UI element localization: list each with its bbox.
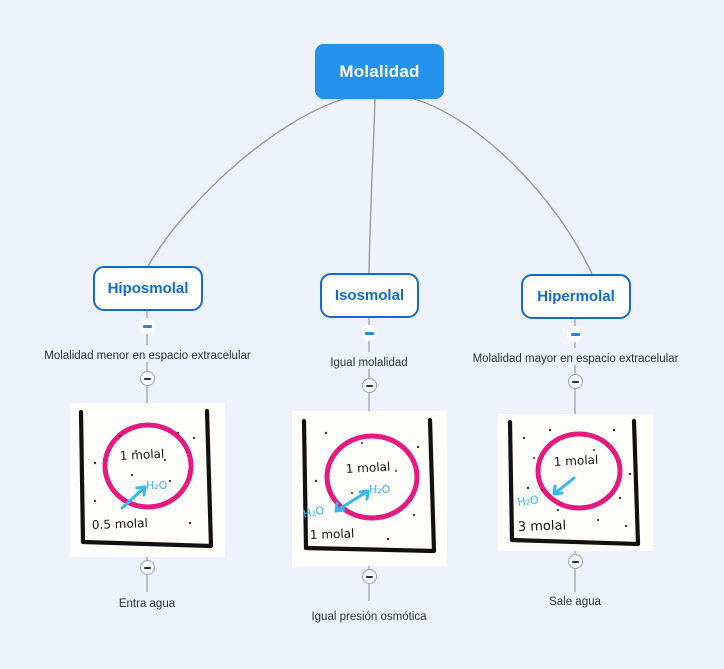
- branch-node-label: Isosmolal: [334, 287, 405, 304]
- sketch-water-arrow: [334, 489, 370, 513]
- sketch-water-label-out: H₂O: [302, 504, 326, 521]
- leaf-hiposmolal-description: Molalidad menor en espacio extracelular: [44, 350, 251, 362]
- sketch-water-arrow: [120, 485, 147, 510]
- sketch-card-hiposmolal[interactable]: 1 molal H₂O 0.5 molal: [70, 403, 225, 557]
- sketch-water-arrow: [552, 476, 576, 496]
- sketch-inside-label: 1 molal: [553, 453, 598, 469]
- sketch-outside-label: 3 molal: [518, 518, 567, 535]
- collapse-toggle-hiposmolal-image[interactable]: [140, 560, 155, 575]
- minus-circle-icon: [144, 566, 151, 569]
- sketch-cell-membrane: [535, 431, 623, 511]
- leaf-hipermolal-description: Molalidad mayor en espacio extracelular: [472, 353, 679, 365]
- leaf-isosmolal-description: Igual molalidad: [330, 357, 408, 369]
- sketch-cell-membrane: [102, 422, 194, 510]
- edge-root-to-hipermolal: [413, 98, 593, 275]
- sketch-outside-label: 0.5 molal: [92, 516, 148, 532]
- collapse-toggle-hipermolal[interactable]: [567, 326, 583, 342]
- minus-circle-icon: [144, 377, 151, 380]
- minus-circle-icon: [364, 331, 374, 335]
- collapse-toggle-hipermolal-image[interactable]: [568, 554, 583, 569]
- minus-circle-icon: [572, 560, 579, 563]
- collapse-toggle-isosmolal-description[interactable]: [362, 378, 377, 393]
- root-node-label: Molalidad: [339, 61, 420, 81]
- sketch-cell-membrane: [324, 433, 420, 521]
- collapse-toggle-hipermolal-description[interactable]: [568, 374, 583, 389]
- branch-node-hiposmolal[interactable]: Hiposmolal: [93, 266, 203, 311]
- sketch-box-outline: [507, 418, 641, 547]
- leaf-hiposmolal-outcome: Entra agua: [118, 598, 176, 610]
- collapse-toggle-isosmolal-image[interactable]: [362, 569, 377, 584]
- sketch-card-isosmolal[interactable]: 1 molal H₂O H₂O 1 molal: [292, 411, 447, 566]
- sketch-water-label-in: H₂O: [369, 483, 391, 496]
- leaf-isosmolal-outcome: Igual presión osmótica: [311, 611, 427, 623]
- minus-circle-icon: [366, 384, 373, 387]
- root-node-molalidad[interactable]: Molalidad: [315, 44, 444, 99]
- sketch-inside-label: 1 molal: [119, 447, 164, 463]
- branch-node-hipermolal[interactable]: Hipermolal: [521, 274, 631, 319]
- sketch-box-outline: [301, 417, 437, 554]
- edge-root-to-isosmolal: [368, 98, 376, 274]
- sketch-speckles: [93, 431, 196, 525]
- branch-node-isosmolal[interactable]: Isosmolal: [320, 273, 419, 318]
- collapse-toggle-hiposmolal[interactable]: [139, 318, 155, 334]
- sketch-inside-label: 1 molal: [345, 460, 390, 476]
- sketch-speckles: [522, 428, 632, 528]
- sketch-card-hipermolal[interactable]: 1 molal H₂O 3 molal: [498, 414, 653, 551]
- collapse-toggle-hiposmolal-description[interactable]: [140, 371, 155, 386]
- sketch-speckles: [314, 431, 420, 541]
- sketch-outside-label: 1 molal: [310, 526, 355, 542]
- sketch-water-label: H₂O: [146, 479, 168, 492]
- branch-node-label: Hipermolal: [537, 288, 615, 305]
- edge-root-to-hiposmolal: [147, 98, 345, 267]
- sketch-box-outline: [78, 408, 214, 549]
- minus-circle-icon: [142, 324, 152, 328]
- minus-circle-icon: [366, 575, 373, 578]
- minus-circle-icon: [570, 332, 580, 336]
- collapse-toggle-isosmolal[interactable]: [361, 325, 377, 341]
- sketch-water-label: H₂O: [517, 493, 540, 509]
- leaf-hipermolal-outcome: Sale agua: [549, 596, 601, 608]
- branch-node-label: Hiposmolal: [107, 280, 189, 297]
- minus-circle-icon: [572, 380, 579, 383]
